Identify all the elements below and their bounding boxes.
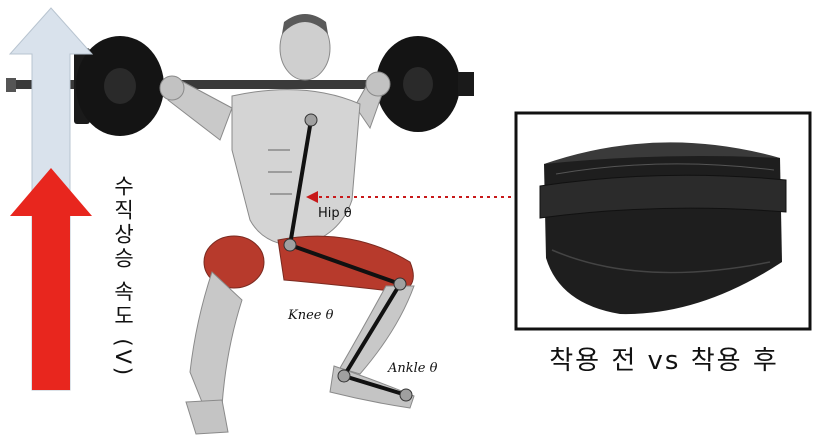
knee-angle-label: Knee θ	[288, 308, 333, 323]
shoulder-joint-marker	[305, 114, 317, 126]
hip-angle-label: Hip θ	[318, 206, 352, 221]
before-after-caption: 착용 전 vs 착용 후	[515, 340, 813, 377]
hip-joint-marker	[284, 239, 296, 251]
ankle-joint-marker	[338, 370, 350, 382]
athlete-figure	[160, 14, 414, 434]
ankle-angle-label: Ankle θ	[388, 361, 437, 376]
toe-joint-marker	[400, 389, 412, 401]
after-velocity-arrow	[10, 168, 92, 390]
vertical-velocity-label: 수직상승 속도 (V)	[98, 175, 138, 378]
knee-joint-marker	[394, 278, 406, 290]
